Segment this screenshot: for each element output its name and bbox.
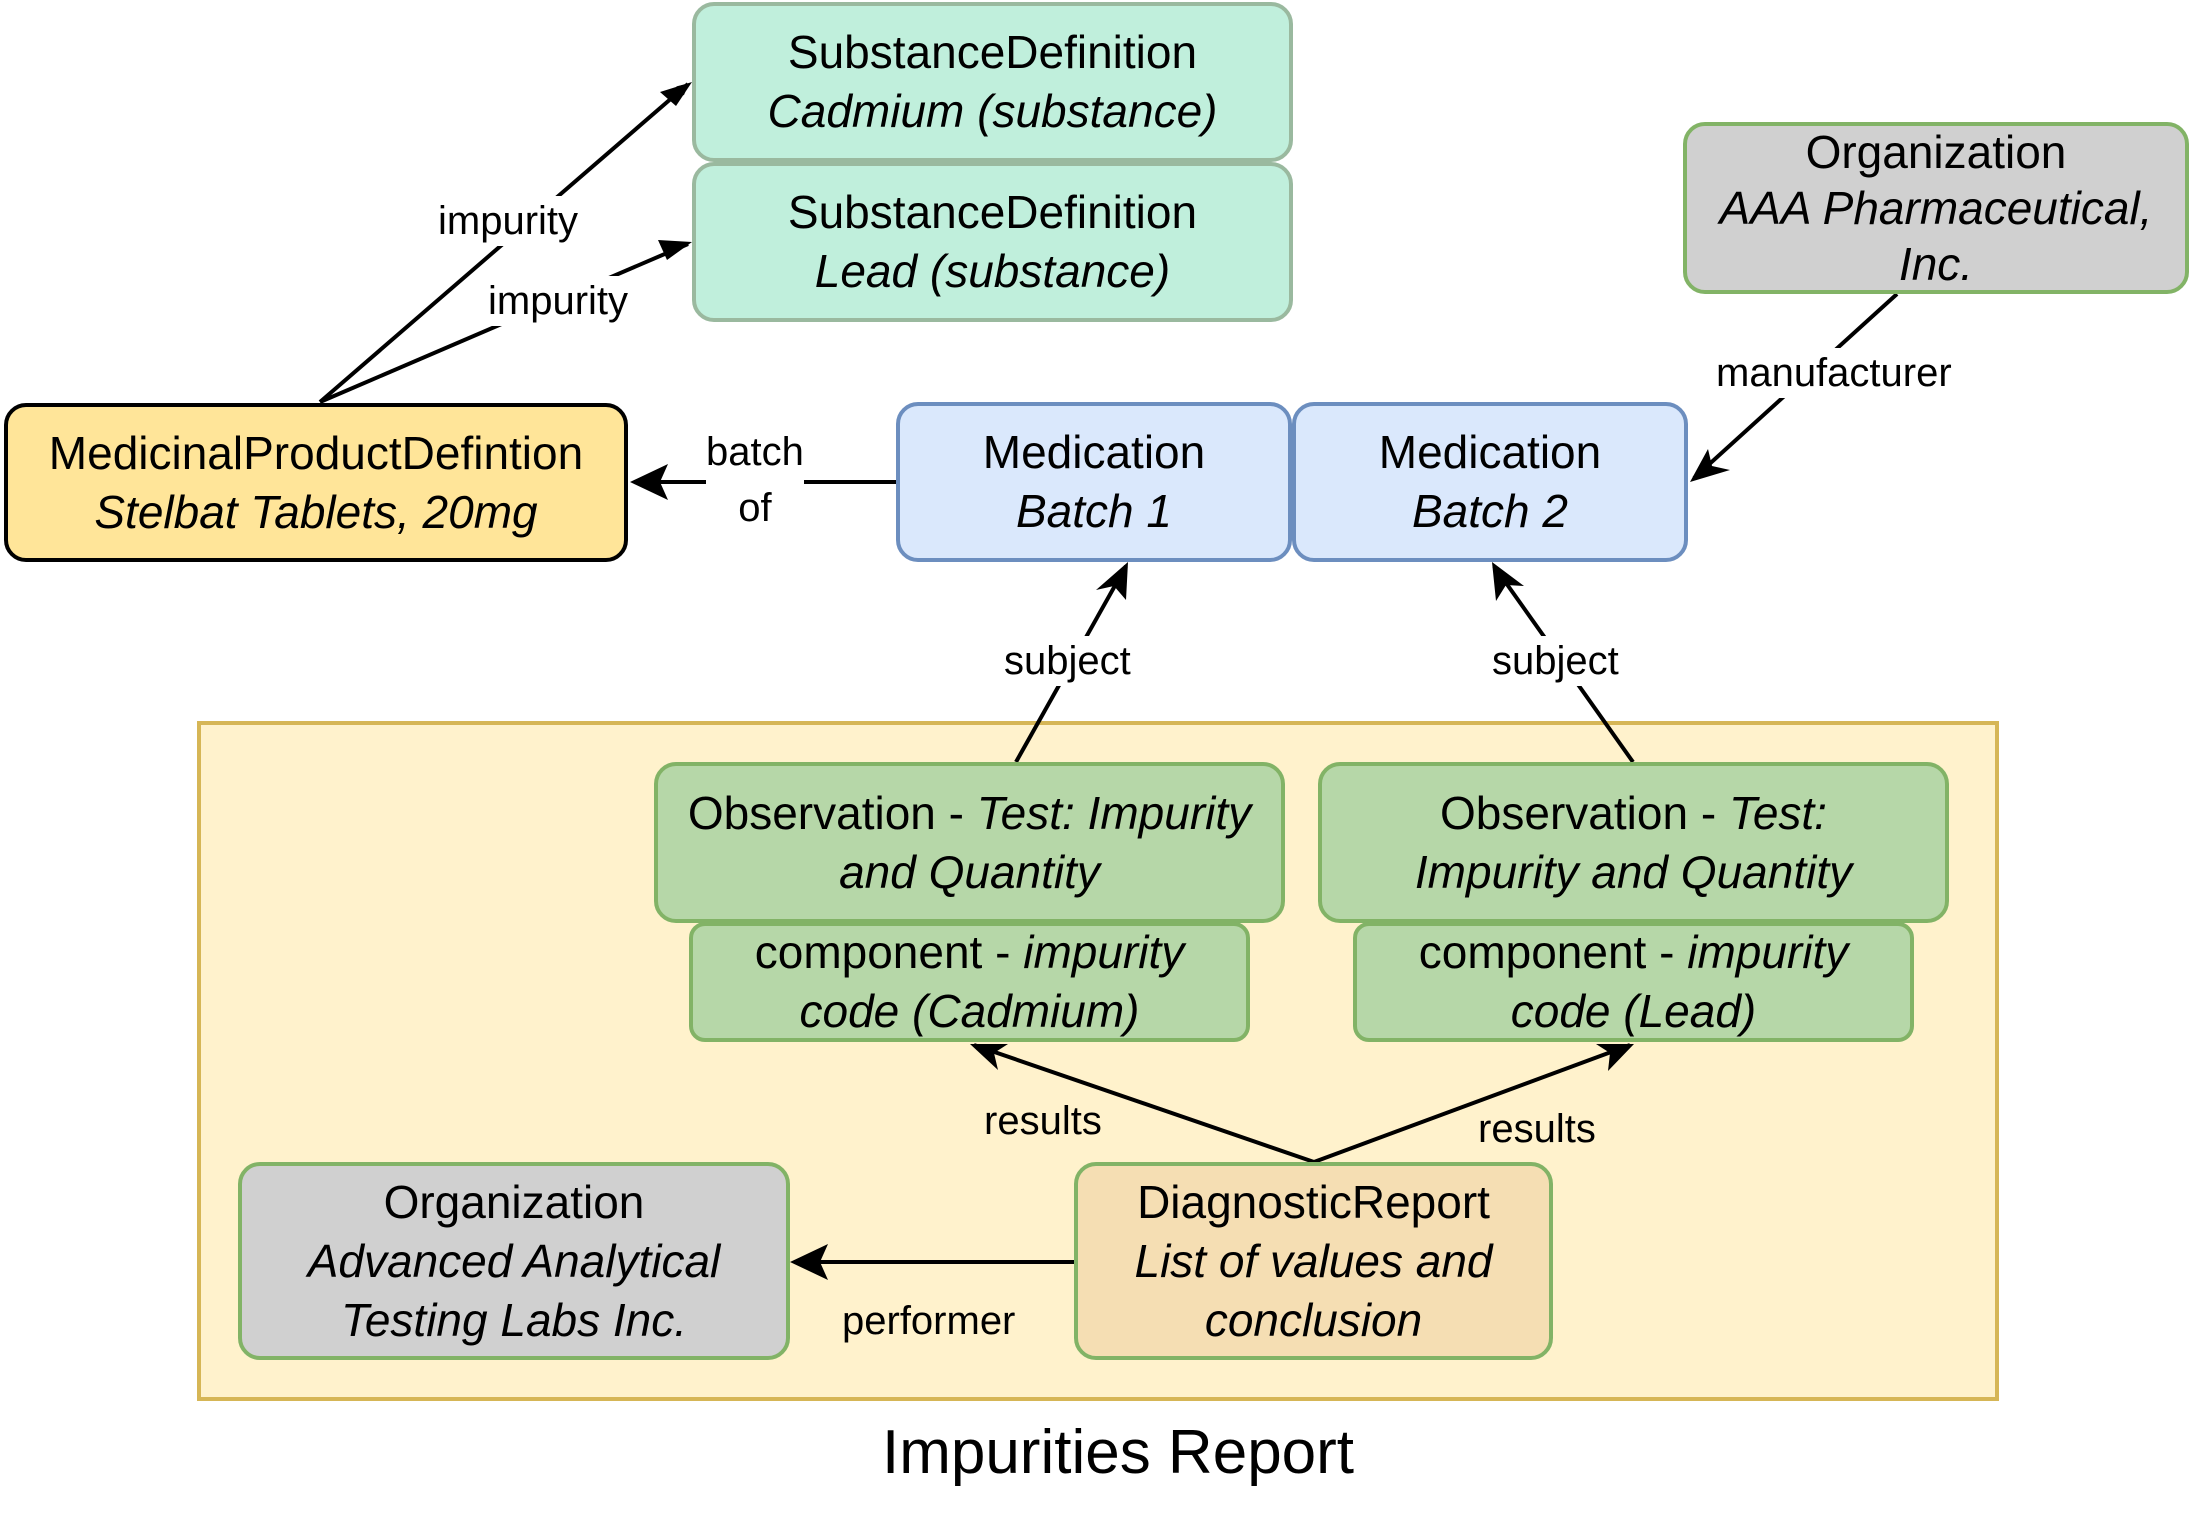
- node-test: Test:: [1728, 786, 1827, 839]
- node-name-line2: Testing Labs Inc.: [340, 1293, 688, 1346]
- node-type: Observation -: [687, 786, 977, 839]
- node-name: Batch 2: [1412, 485, 1568, 537]
- node-type: component -: [1418, 926, 1688, 978]
- edge-label-results-2: results: [1478, 1107, 1596, 1151]
- arrowhead-subject-1: [1096, 562, 1128, 600]
- edge-label-impurity-1: impurity: [438, 196, 579, 246]
- node-substance-lead[interactable]: SubstanceDefinition Lead (substance): [692, 162, 1293, 322]
- node-type: SubstanceDefinition: [787, 26, 1198, 78]
- arrowhead-subject-2: [1492, 562, 1524, 601]
- node-name-line1: Advanced Analytical: [307, 1234, 721, 1287]
- node-observation-2[interactable]: Observation - Test: Impurity and Quantit…: [1318, 762, 1949, 923]
- edge-results-2: [1313, 1043, 1631, 1164]
- arrowhead-batch-of: [630, 464, 668, 500]
- node-name: Batch 1: [1016, 485, 1172, 537]
- node-component-lead[interactable]: component - impurity code (Lead): [1353, 922, 1914, 1042]
- node-name: Lead (substance): [814, 245, 1171, 297]
- edge-label-batch: batch: [706, 430, 804, 474]
- node-name: Stelbat Tablets, 20mg: [94, 485, 538, 538]
- node-type: MedicinalProductDefintion: [48, 426, 584, 479]
- node-diagnostic-report[interactable]: DiagnosticReport List of values and conc…: [1074, 1162, 1553, 1360]
- node-type: SubstanceDefinition: [787, 186, 1198, 238]
- node-line1: List of values and: [1134, 1234, 1493, 1287]
- arrowhead-impurity-lead: [658, 240, 692, 260]
- node-medication-batch-2[interactable]: Medication Batch 2: [1292, 402, 1688, 562]
- node-line2: code (Lead): [1510, 985, 1757, 1037]
- edge-label-results-1: results: [984, 1099, 1102, 1143]
- node-observation-1[interactable]: Observation - Test: Impurity and Quantit…: [654, 762, 1285, 923]
- edge-label-impurity-2: impurity: [488, 276, 629, 326]
- node-organization-manufacturer[interactable]: Organization AAA Pharmaceutical, Inc.: [1683, 122, 2189, 294]
- group-title: Impurities Report: [881, 1418, 1355, 1487]
- node-test: Test: Impurity: [976, 786, 1252, 839]
- arrowhead-results-1: [970, 1044, 1008, 1070]
- edge-label-manufacturer: manufacturer: [1716, 348, 1952, 398]
- edge-label-subject-2: subject: [1492, 636, 1619, 686]
- node-name-line2: Inc.: [1898, 238, 1974, 290]
- node-name-line1: AAA Pharmaceutical,: [1719, 182, 2153, 234]
- node-type: Medication: [982, 426, 1206, 478]
- node-line1: component - impurity: [1419, 923, 1849, 982]
- node-line1: Observation - Test: Impurity: [688, 784, 1251, 843]
- node-line2: Impurity and Quantity: [1414, 845, 1853, 898]
- arrowhead-manufacturer: [1690, 449, 1730, 482]
- node-type: component -: [754, 926, 1024, 978]
- edge-results-1: [973, 1043, 1315, 1164]
- node-type: DiagnosticReport: [1137, 1175, 1490, 1228]
- node-organization-performer[interactable]: Organization Advanced Analytical Testing…: [238, 1162, 790, 1360]
- node-line2: code (Cadmium): [799, 985, 1140, 1037]
- node-component-cadmium[interactable]: component - impurity code (Cadmium): [689, 922, 1250, 1042]
- node-type: Organization: [383, 1175, 645, 1228]
- node-line2: conclusion: [1204, 1293, 1423, 1346]
- edge-label-of: of: [738, 486, 772, 530]
- node-medication-batch-1[interactable]: Medication Batch 1: [896, 402, 1292, 562]
- node-type: Medication: [1378, 426, 1602, 478]
- edge-label-subject-1: subject: [1004, 636, 1131, 686]
- node-line1: Observation - Test:: [1440, 784, 1827, 843]
- arrowhead-performer: [790, 1244, 828, 1280]
- node-line2: and Quantity: [839, 845, 1100, 898]
- arrowhead-impurity-cadmium: [660, 82, 692, 106]
- edge-label-performer: performer: [842, 1299, 1016, 1343]
- node-line1: component - impurity: [755, 923, 1185, 982]
- node-name: Cadmium (substance): [767, 85, 1218, 137]
- node-medicinal-product[interactable]: MedicinalProductDefintion Stelbat Tablet…: [4, 403, 628, 562]
- arrowhead-results-2: [1596, 1044, 1634, 1071]
- node-type: Observation -: [1440, 786, 1729, 839]
- node-italic: impurity: [1023, 926, 1185, 978]
- edge-label-batch-of: batch of: [706, 424, 804, 536]
- arrowheads: [630, 82, 1730, 1280]
- node-substance-cadmium[interactable]: SubstanceDefinition Cadmium (substance): [692, 2, 1293, 162]
- node-italic: impurity: [1687, 926, 1849, 978]
- node-type: Organization: [1805, 126, 2067, 178]
